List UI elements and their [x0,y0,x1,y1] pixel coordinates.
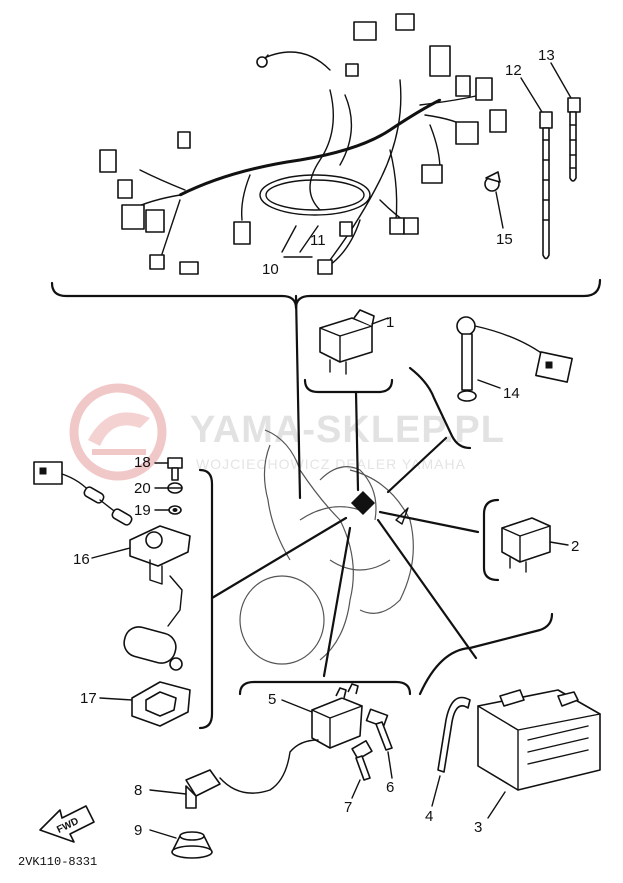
callout-15: 15 [496,231,513,248]
callout-14: 14 [503,385,520,402]
leader-10-11 [281,225,319,253]
leader-16 [91,547,131,559]
connector [455,75,471,97]
washer-20 [167,482,183,494]
clamp-15 [484,171,501,192]
callout-5: 5 [268,691,276,708]
callout-labels: 1 2 3 4 5 6 7 8 9 10 11 12 13 14 15 16 1… [73,47,579,839]
connector [455,121,479,145]
watermark: YAMA-SKLEP.PL WOJCIECHOWICZ DEALER YAMAH… [69,383,505,481]
leader-12 [520,77,543,113]
callout-20: 20 [134,480,151,497]
callout-18: 18 [134,454,151,471]
connector [353,21,377,41]
connector [489,109,507,133]
connector [317,259,333,275]
callout-16: 16 [73,551,90,568]
leader-8 [149,789,187,795]
connector [395,13,415,31]
leader-1 [371,317,389,325]
callout-12: 12 [505,62,522,79]
callout-8: 8 [134,782,142,799]
sensor-14 [456,316,573,402]
connector [403,217,419,235]
watermark-subtitle: WOJCIECHOWICZ DEALER YAMAHA [196,456,466,472]
leader-3 [487,791,506,819]
callout-3: 3 [474,819,482,836]
callout-9: 9 [134,822,142,839]
callout-11: 11 [310,232,326,249]
leader-4 [431,775,441,807]
connector [99,149,117,173]
connector [117,179,133,199]
ignition-coil-5 [219,683,363,794]
connector [339,221,353,237]
plug-boot-9 [171,831,213,859]
battery-3 [477,689,601,791]
breather-hose-4 [437,696,471,773]
diagram-code: 2VK110-8331 [18,855,97,869]
battery-bracket [418,612,554,696]
connector [149,254,165,270]
callout-10: 10 [262,261,279,278]
leader-9 [149,829,177,839]
leader-15 [495,191,504,229]
callout-6: 6 [386,779,394,796]
connector [421,164,443,184]
connector [121,204,145,230]
callout-2: 2 [571,538,579,555]
watermark-logo [69,383,167,481]
leader-7 [351,779,361,799]
fuel-sender-16 [33,461,191,671]
leader-13 [550,62,572,99]
callout-13: 13 [538,47,555,64]
connector [389,217,405,235]
leader-2 [549,541,569,546]
relay-1 [319,309,375,375]
sensor-14-bracket [408,366,472,450]
harness-group-bracket [50,278,602,310]
connector [179,261,199,275]
washer-19 [168,505,182,515]
callout-17: 17 [80,690,97,707]
relay-2-bracket [482,498,500,582]
fuel-sender-bracket [198,468,214,730]
relay-2 [501,517,551,573]
connector [429,45,451,77]
connector [233,221,251,245]
bolt-7 [351,740,373,781]
leader-6 [387,751,393,779]
plug-cap-8 [185,769,221,809]
relay-1-bracket [303,378,394,394]
ignition-coil-bracket [238,680,412,696]
connector [145,209,165,233]
cable-tie-13 [567,97,581,182]
connector [345,63,359,77]
wire-harness [99,13,507,275]
gasket-17 [131,681,191,727]
forward-arrow-icon: FWD [39,805,95,843]
pointer-lines [210,294,480,678]
callout-1: 1 [386,314,394,331]
leader-5 [281,699,313,713]
watermark-title: YAMA-SKLEP.PL [190,409,505,451]
leader-17 [99,697,133,701]
bolt-6 [365,708,393,751]
motorcycle-outline [239,429,414,665]
callout-4: 4 [425,808,433,825]
cable-tie-12 [539,111,553,260]
leader-14 [477,379,501,389]
callout-19: 19 [134,502,151,519]
connector [475,77,493,101]
callout-7: 7 [344,799,352,816]
connector [177,131,191,149]
screw-18 [167,457,183,481]
